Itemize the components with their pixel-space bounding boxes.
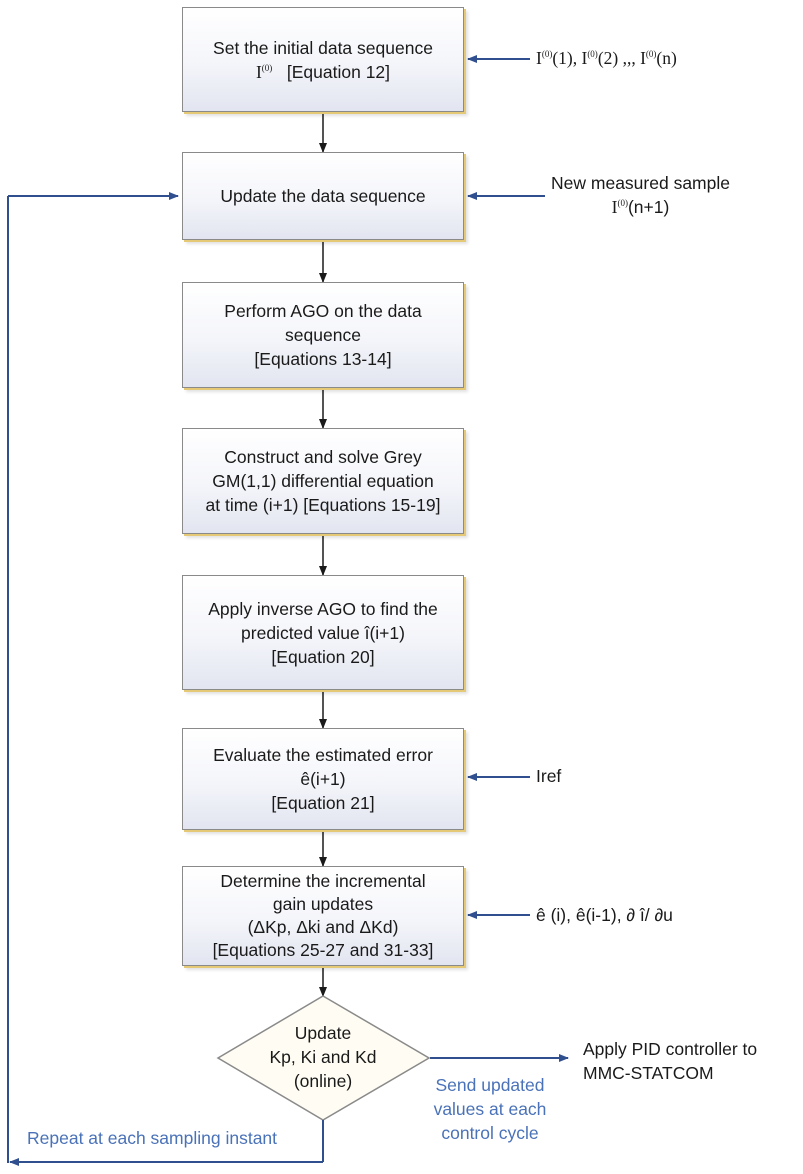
box3-line2: sequence <box>285 325 361 345</box>
annotation-repeat: Repeat at each sampling instant <box>27 1128 278 1148</box>
box1-line1: Set the initial data sequence <box>213 37 433 58</box>
box7-line4: [Equations 25-27 and 31-33] <box>212 940 434 960</box>
box7-line2: gain updates <box>272 894 374 914</box>
box1-symbol: I <box>255 61 262 82</box>
box-gain-updates: Determine the incremental gain updates (… <box>182 866 464 966</box>
box7-line1: Determine the incremental <box>220 871 426 891</box>
input-initial-sequence: I(0)(1), I(0)(2) ,,, I(0)(n) <box>536 48 677 68</box>
input-arrows <box>430 55 569 1062</box>
new-sample-line1: New measured sample <box>551 173 730 193</box>
box6-line1: Evaluate the estimated error <box>213 745 433 765</box>
box-initial-sequence: Set the initial data sequence I(0) [Equa… <box>182 7 464 112</box>
decision-line2: Kp, Ki and Kd <box>269 1047 377 1067</box>
decision-label: Update Kp, Ki and Kd (online) <box>223 1021 423 1093</box>
box4-line1: Construct and solve Grey <box>224 447 422 467</box>
box-evaluate-error: Evaluate the estimated error ê(i+1) [Equ… <box>182 728 464 830</box>
box6-line2: ê(i+1) <box>300 769 346 789</box>
box1-equation-ref: [Equation 12] <box>286 61 391 82</box>
input-gain-terms: ê (i), ê(i-1), ∂ î/ ∂u <box>536 905 673 925</box>
annotation-send-updated: Send updated values at each control cycl… <box>433 1075 547 1143</box>
box-grey-model: Construct and solve Grey GM(1,1) differe… <box>182 428 464 534</box>
box7-line3: (ΔKp, Δki and ΔKd) <box>247 917 399 937</box>
box3-line1: Perform AGO on the data <box>224 301 422 321</box>
output-apply-pid: Apply PID controller to MMC-STATCOM <box>583 1037 757 1085</box>
decision-line1: Update <box>294 1023 352 1043</box>
box4-line3: at time (i+1) [Equations 15-19] <box>205 495 441 515</box>
box5-line3: [Equation 20] <box>271 646 375 667</box>
box-inverse-ago: Apply inverse AGO to find the predicted … <box>182 575 464 690</box>
box3-line3: [Equations 13-14] <box>254 349 392 369</box>
box-update-sequence: Update the data sequence <box>182 152 464 240</box>
box4-line2: GM(1,1) differential equation <box>212 471 434 491</box>
decision-line3: (online) <box>293 1071 353 1091</box>
feedback-loop <box>7 192 324 1166</box>
box-perform-ago: Perform AGO on the data sequence [Equati… <box>182 282 464 388</box>
box5-line1: Apply inverse AGO to find the <box>208 598 438 619</box>
box6-line3: [Equation 21] <box>271 793 375 813</box>
box5-line2: predicted value î(i+1) <box>241 622 405 643</box>
input-new-sample: New measured sample I(0)(n+1) <box>538 171 743 219</box>
input-iref: Iref <box>536 766 562 786</box>
box2-line1: Update the data sequence <box>220 186 426 206</box>
output-line1: Apply PID controller to <box>583 1039 758 1059</box>
output-line2: MMC-STATCOM <box>583 1063 714 1083</box>
box1-symbol-sup: (0) <box>261 62 273 73</box>
